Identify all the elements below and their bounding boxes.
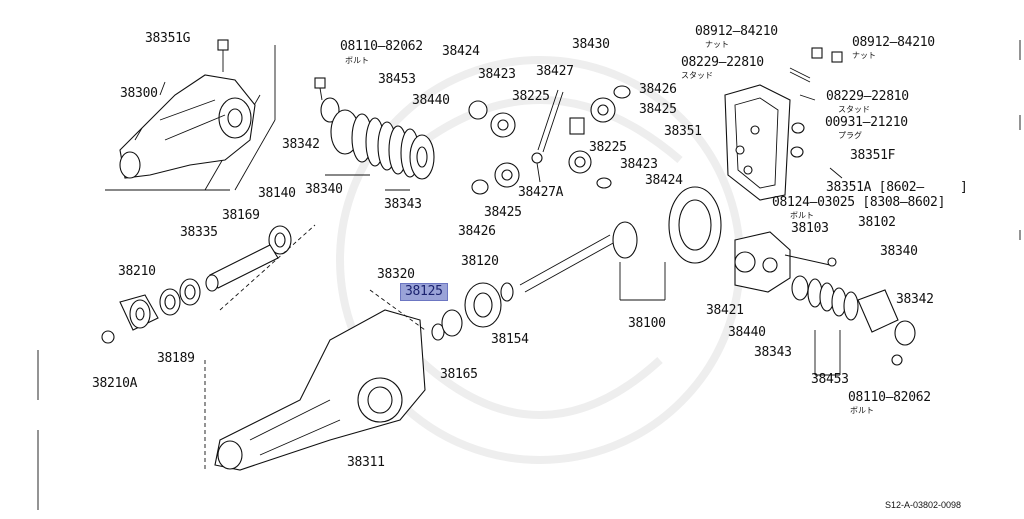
label-38440-top[interactable]: 38440 (412, 93, 450, 108)
label-38165[interactable]: 38165 (440, 367, 478, 382)
label-38426-top[interactable]: 38426 (639, 82, 677, 97)
label-nut-a: ナット (705, 40, 729, 49)
label-38103[interactable]: 38103 (791, 221, 829, 236)
page-edge-marks (37, 40, 1021, 510)
label-08110-82062-top[interactable]: 08110–82062 (340, 39, 423, 54)
label-38425-mid[interactable]: 38425 (484, 205, 522, 220)
side-bearing-group-left (314, 77, 435, 191)
label-bolt-top: ボルト (345, 56, 369, 65)
label-38102[interactable]: 38102 (858, 215, 896, 230)
label-38351A[interactable]: 38351A [8602– (826, 180, 924, 195)
label-38342-r[interactable]: 38342 (896, 292, 934, 307)
label-00931-21210[interactable]: 00931–21210 (825, 115, 908, 130)
label-08229-22810-b[interactable]: 08229–22810 (826, 89, 909, 104)
label-38423-top[interactable]: 38423 (478, 67, 516, 82)
label-38351G[interactable]: 38351G (145, 31, 191, 46)
label-38154[interactable]: 38154 (491, 332, 529, 347)
label-bolt-mid: ボルト (790, 211, 814, 220)
label-38424-top[interactable]: 38424 (442, 44, 480, 59)
label-38430[interactable]: 38430 (572, 37, 610, 52)
label-38189[interactable]: 38189 (157, 351, 195, 366)
label-38311[interactable]: 38311 (347, 455, 385, 470)
label-nut-b: ナット (852, 51, 876, 60)
label-38225-b[interactable]: 38225 (589, 140, 627, 155)
rear-cover-38351 (724, 47, 843, 201)
label-stud-a: スタッド (681, 71, 713, 80)
label-38300[interactable]: 38300 (120, 86, 158, 101)
label-38225-a[interactable]: 38225 (512, 89, 550, 104)
label-08912-84210-b[interactable]: 08912–84210 (852, 35, 935, 50)
label-38342-top[interactable]: 38342 (282, 137, 320, 152)
label-38343-top[interactable]: 38343 (384, 197, 422, 212)
pinion-front-parts (101, 224, 316, 470)
label-plug: プラグ (838, 131, 862, 140)
label-08912-84210-a[interactable]: 08912–84210 (695, 24, 778, 39)
label-stud-b: スタッド (838, 105, 870, 114)
label-38425-top[interactable]: 38425 (639, 102, 677, 117)
carrier-housing-38311 (214, 289, 426, 471)
label-38453-r[interactable]: 38453 (811, 372, 849, 387)
label-08124-03025[interactable]: 08124–03025 [8308–8602] (772, 195, 946, 210)
label-38426-mid[interactable]: 38426 (458, 224, 496, 239)
label-38343-r[interactable]: 38343 (754, 345, 792, 360)
label-38340-r[interactable]: 38340 (880, 244, 918, 259)
drive-pinion-ring-gear (431, 186, 722, 341)
differential-gears (468, 85, 631, 195)
label-38100[interactable]: 38100 (628, 316, 666, 331)
label-38210[interactable]: 38210 (118, 264, 156, 279)
label-38335[interactable]: 38335 (180, 225, 218, 240)
label-38351A-end: ] (960, 180, 968, 195)
label-38210A[interactable]: 38210A (92, 376, 138, 391)
label-38427A[interactable]: 38427A (518, 185, 564, 200)
side-bearing-group-right (791, 275, 916, 376)
label-38140[interactable]: 38140 (258, 186, 296, 201)
label-38340-top[interactable]: 38340 (305, 182, 343, 197)
label-08229-22810-a[interactable]: 08229–22810 (681, 55, 764, 70)
label-38120[interactable]: 38120 (461, 254, 499, 269)
differential-case-38421 (734, 231, 837, 293)
label-38421[interactable]: 38421 (706, 303, 744, 318)
label-38423-mid[interactable]: 38423 (620, 157, 658, 172)
diagram-code: S12-A-03802-0098 (885, 500, 962, 510)
label-bolt-r: ボルト (850, 406, 874, 415)
label-38351[interactable]: 38351 (664, 124, 702, 139)
label-38427[interactable]: 38427 (536, 64, 574, 79)
label-38351F[interactable]: 38351F (850, 148, 896, 163)
label-08110-82062-r[interactable]: 08110–82062 (848, 390, 931, 405)
label-38169[interactable]: 38169 (222, 208, 260, 223)
label-38320[interactable]: 38320 (377, 267, 415, 282)
label-38440-r[interactable]: 38440 (728, 325, 766, 340)
label-38125-highlighted[interactable]: 38125 (400, 283, 448, 301)
label-38453-top[interactable]: 38453 (378, 72, 416, 87)
assembly-38300-inset (105, 39, 276, 191)
label-38424-mid[interactable]: 38424 (645, 173, 683, 188)
